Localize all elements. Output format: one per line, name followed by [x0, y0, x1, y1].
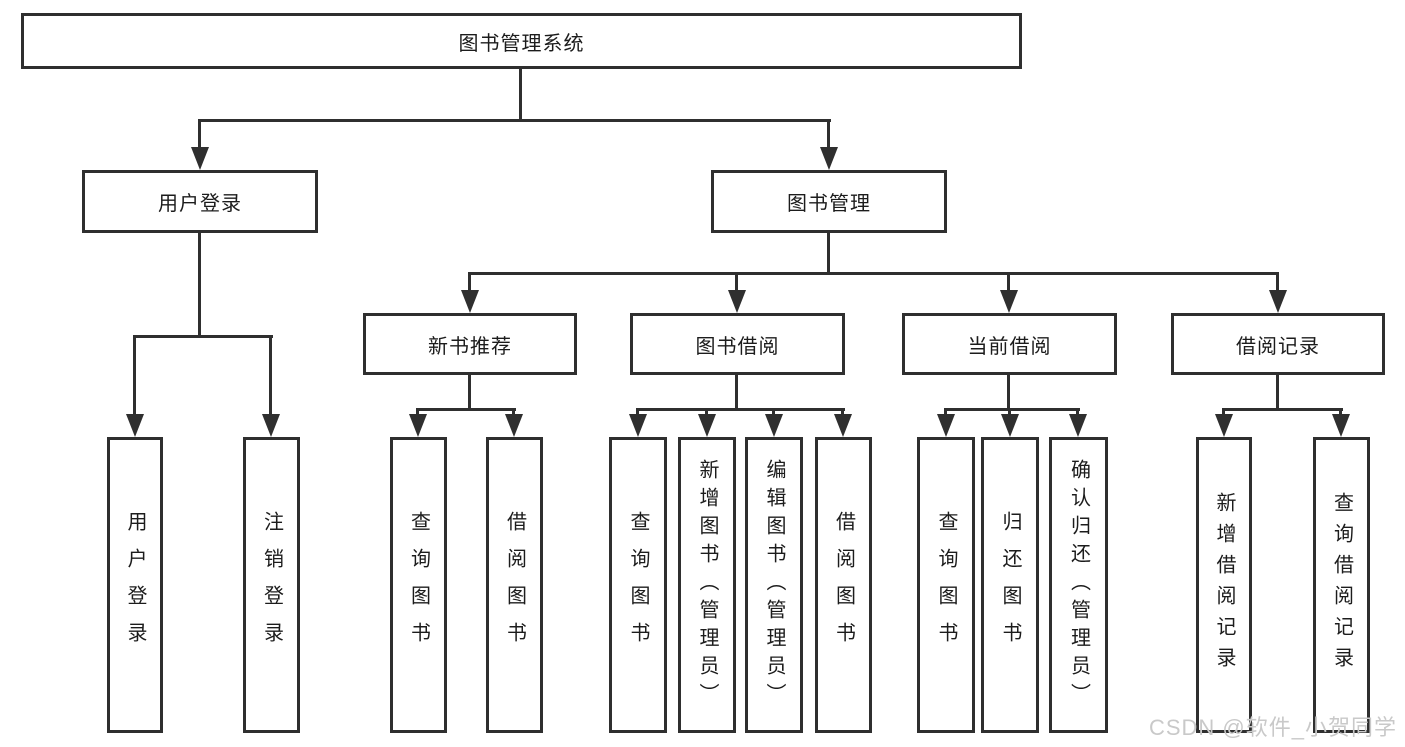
connector-userlogin-bar	[133, 335, 273, 338]
node-label: 图书借阅	[695, 335, 780, 358]
arrowhead	[1332, 414, 1350, 437]
node-label: 借阅图书	[503, 511, 526, 659]
node-library-system: 图书管理系统	[21, 13, 1022, 69]
arrowhead	[191, 147, 209, 170]
leaf-query-borrow-record: 查询借阅记录	[1313, 437, 1370, 733]
connector-bookmgmt-bar	[468, 272, 1279, 275]
connector-stem-new-book	[468, 272, 471, 294]
connector-userlogin-trunk	[198, 233, 201, 338]
node-label: 图书管理	[787, 193, 871, 215]
connector-stem-book-mgmt	[827, 119, 830, 149]
connector-stem	[636, 408, 639, 417]
leaf-confirm-return-admin: 确认归还（管理员）	[1049, 437, 1108, 733]
node-book-borrow: 图书借阅	[630, 313, 845, 375]
arrowhead	[505, 414, 523, 437]
connector-stem	[416, 408, 419, 417]
connector-stem	[944, 408, 947, 417]
node-label: 新增借阅记录	[1213, 492, 1235, 678]
connector-newbook-trunk	[468, 375, 471, 411]
connector-bookmgmt-trunk	[827, 233, 830, 275]
node-label: 新书推荐	[428, 335, 512, 358]
node-label: 借阅记录	[1236, 335, 1320, 358]
leaf-borrow-book-2: 借阅图书	[815, 437, 872, 733]
node-label: 用户登录	[124, 511, 146, 659]
leaf-borrow-book-1: 借阅图书	[486, 437, 543, 733]
connector-newbook-bar	[416, 408, 516, 411]
connector-stem	[1339, 408, 1342, 417]
node-label: 编辑图书（管理员）	[763, 459, 785, 711]
node-label: 查询图书	[935, 511, 957, 659]
connector-bookborrow-trunk	[735, 375, 738, 411]
connector-root-trunk	[519, 69, 522, 122]
csdn-watermark: CSDN @软件_小贺同学	[1148, 715, 1397, 740]
arrowhead	[126, 414, 144, 437]
node-label: 查询图书	[627, 511, 649, 659]
connector-borrowrecord-trunk	[1276, 375, 1279, 411]
leaf-return-book: 归还图书	[981, 437, 1039, 733]
connector-stem	[772, 408, 775, 417]
leaf-logout: 注销登录	[243, 437, 300, 733]
node-label: 确认归还（管理员）	[1067, 459, 1090, 711]
connector-stem-borrow-record	[1276, 272, 1279, 294]
arrowhead	[1069, 414, 1087, 437]
arrowhead	[728, 290, 746, 313]
arrowhead	[834, 414, 852, 437]
node-label: 归还图书	[999, 511, 1021, 659]
connector-borrowrecord-bar	[1222, 408, 1343, 411]
connector-stem	[841, 408, 844, 417]
arrowhead	[409, 414, 427, 437]
leaf-query-book-2: 查询图书	[609, 437, 667, 733]
connector-stem-book-borrow	[735, 272, 738, 294]
arrowhead	[937, 414, 955, 437]
connector-bookborrow-bar	[636, 408, 845, 411]
node-new-book-recommend: 新书推荐	[363, 313, 577, 375]
leaf-add-book-admin: 新增图书（管理员）	[678, 437, 736, 733]
connector-stem-user-login	[198, 119, 201, 149]
connector-stem	[512, 408, 515, 417]
arrowhead	[1215, 414, 1233, 437]
connector-root-bar	[198, 119, 831, 122]
arrowhead	[461, 290, 479, 313]
node-label: 借阅图书	[832, 511, 855, 659]
arrowhead	[698, 414, 716, 437]
connector-stem	[1222, 408, 1225, 417]
node-label: 查询借阅记录	[1330, 492, 1353, 678]
arrowhead	[629, 414, 647, 437]
arrowhead	[1269, 290, 1287, 313]
node-label: 用户登录	[158, 193, 242, 215]
node-label: 注销登录	[260, 511, 283, 659]
node-label: 图书管理系统	[458, 32, 585, 55]
leaf-edit-book-admin: 编辑图书（管理员）	[745, 437, 803, 733]
connector-stem	[1076, 408, 1079, 417]
connector-stem-leaf-logout	[269, 335, 272, 416]
node-borrow-records: 借阅记录	[1171, 313, 1385, 375]
arrowhead	[262, 414, 280, 437]
leaf-query-book-3: 查询图书	[917, 437, 975, 733]
connector-stem	[705, 408, 708, 417]
arrowhead	[1000, 290, 1018, 313]
node-label: 当前借阅	[967, 335, 1052, 358]
arrowhead	[820, 147, 838, 170]
connector-stem-leaf-login	[133, 335, 136, 416]
node-label: 新增图书（管理员）	[696, 459, 718, 711]
node-current-borrow: 当前借阅	[902, 313, 1117, 375]
node-label: 查询图书	[407, 511, 430, 659]
node-user-login: 用户登录	[82, 170, 318, 233]
arrowhead	[1001, 414, 1019, 437]
connector-stem-current-borrow	[1007, 272, 1010, 294]
leaf-add-borrow-record: 新增借阅记录	[1196, 437, 1252, 733]
connector-currentborrow-bar	[944, 408, 1080, 411]
connector-currentborrow-trunk	[1007, 375, 1010, 411]
connector-stem	[1008, 408, 1011, 417]
node-book-management: 图书管理	[711, 170, 947, 233]
arrowhead	[765, 414, 783, 437]
leaf-user-login: 用户登录	[107, 437, 163, 733]
leaf-query-book-1: 查询图书	[390, 437, 447, 733]
